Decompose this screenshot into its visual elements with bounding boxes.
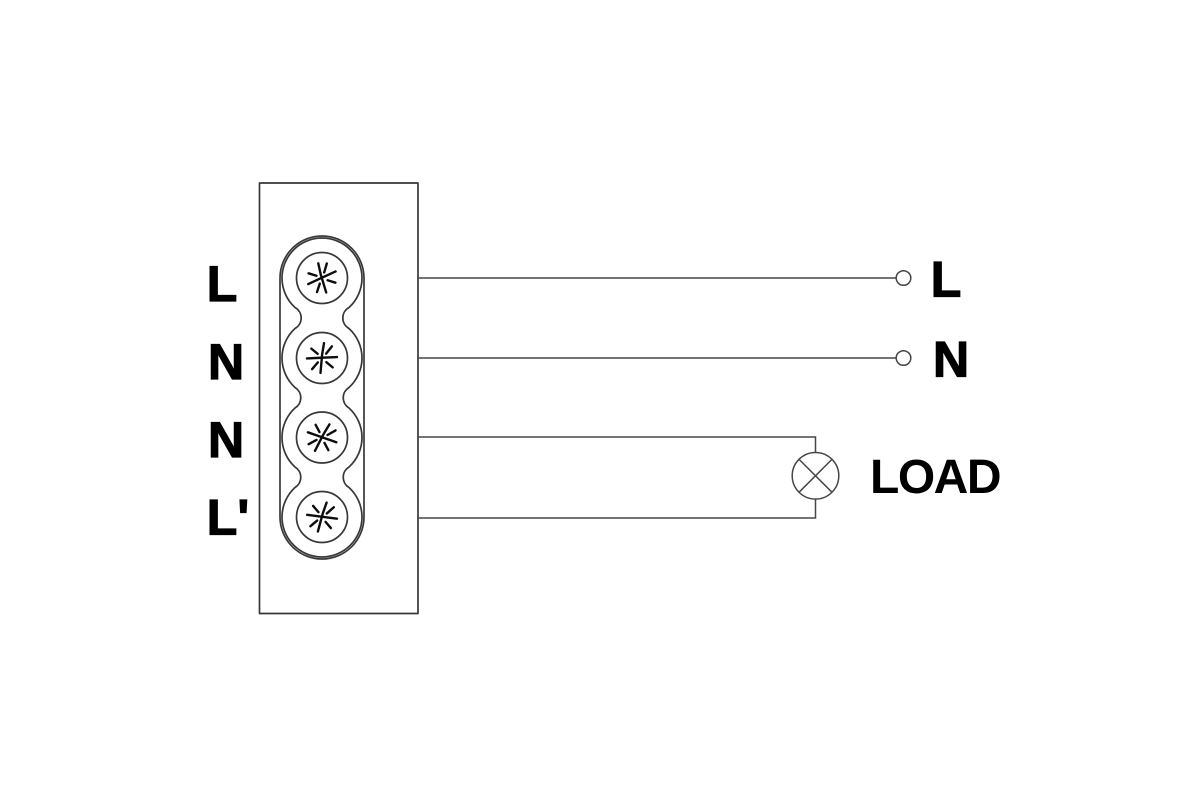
screw-head-icon <box>306 423 338 452</box>
line-node-icon <box>895 269 912 287</box>
screw-terminal-3 <box>295 411 349 464</box>
terminal-block <box>258 182 419 615</box>
screw-head-icon <box>305 501 339 533</box>
screw-terminal-1 <box>295 251 349 305</box>
screw-terminal-4 <box>295 490 349 544</box>
wires <box>418 269 912 519</box>
terminal-slot-outline <box>279 235 365 560</box>
screw-heads <box>305 262 339 533</box>
neutral-node-icon <box>895 349 912 367</box>
screw-head-icon <box>307 262 337 294</box>
terminal-label-n1: N <box>208 334 244 390</box>
wire-load-return <box>418 499 817 519</box>
terminal-label-l: L <box>207 256 238 312</box>
terminal-label-l-prime: L' <box>207 490 249 546</box>
load-lamp-icon <box>791 451 840 500</box>
terminal-block-body <box>258 182 419 615</box>
labels: L N N L' L N LOAD <box>206 251 1001 546</box>
wire-label-neutral: N <box>933 332 969 388</box>
wire-label-line: L <box>931 252 962 308</box>
load-label: LOAD <box>870 451 1000 504</box>
screw-terminal-2 <box>295 331 349 385</box>
wire-load-out <box>418 436 817 453</box>
terminal-slot-pockets <box>281 237 363 558</box>
terminal-label-n2: N <box>208 412 244 468</box>
screw-head-icon <box>305 341 339 375</box>
